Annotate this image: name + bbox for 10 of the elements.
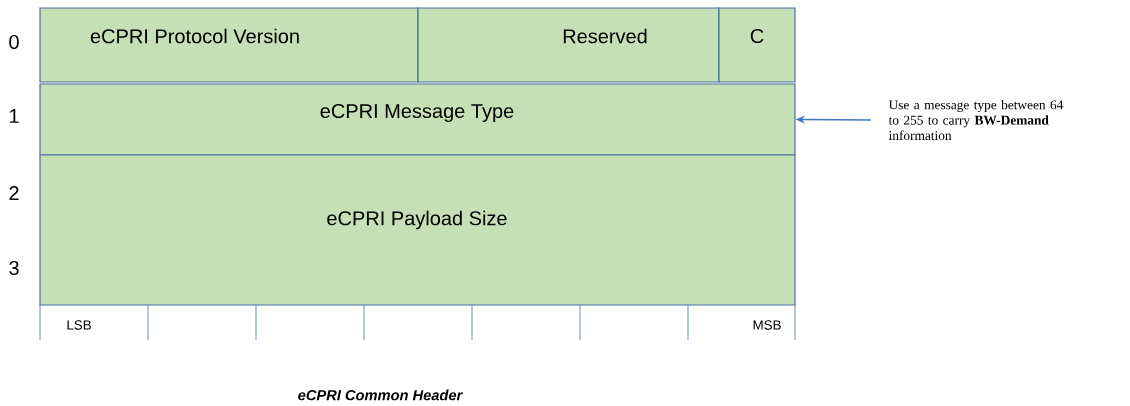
row-number: 3 — [9, 260, 19, 276]
row-number: 2 — [9, 186, 19, 200]
bit-label: MSB — [753, 320, 781, 330]
caption: eCPRI Common Header — [298, 389, 463, 401]
bit-label: LSB — [67, 320, 91, 330]
row-number: 1 — [10, 109, 19, 123]
note-text: Use a message type between 64 to 255 to carry BW-Demand information — [888, 99, 1064, 140]
field-cell: eCPRI Protocol Version — [39, 7, 419, 83]
row-number: 0 — [9, 34, 19, 50]
field-cell: C — [718, 7, 796, 83]
